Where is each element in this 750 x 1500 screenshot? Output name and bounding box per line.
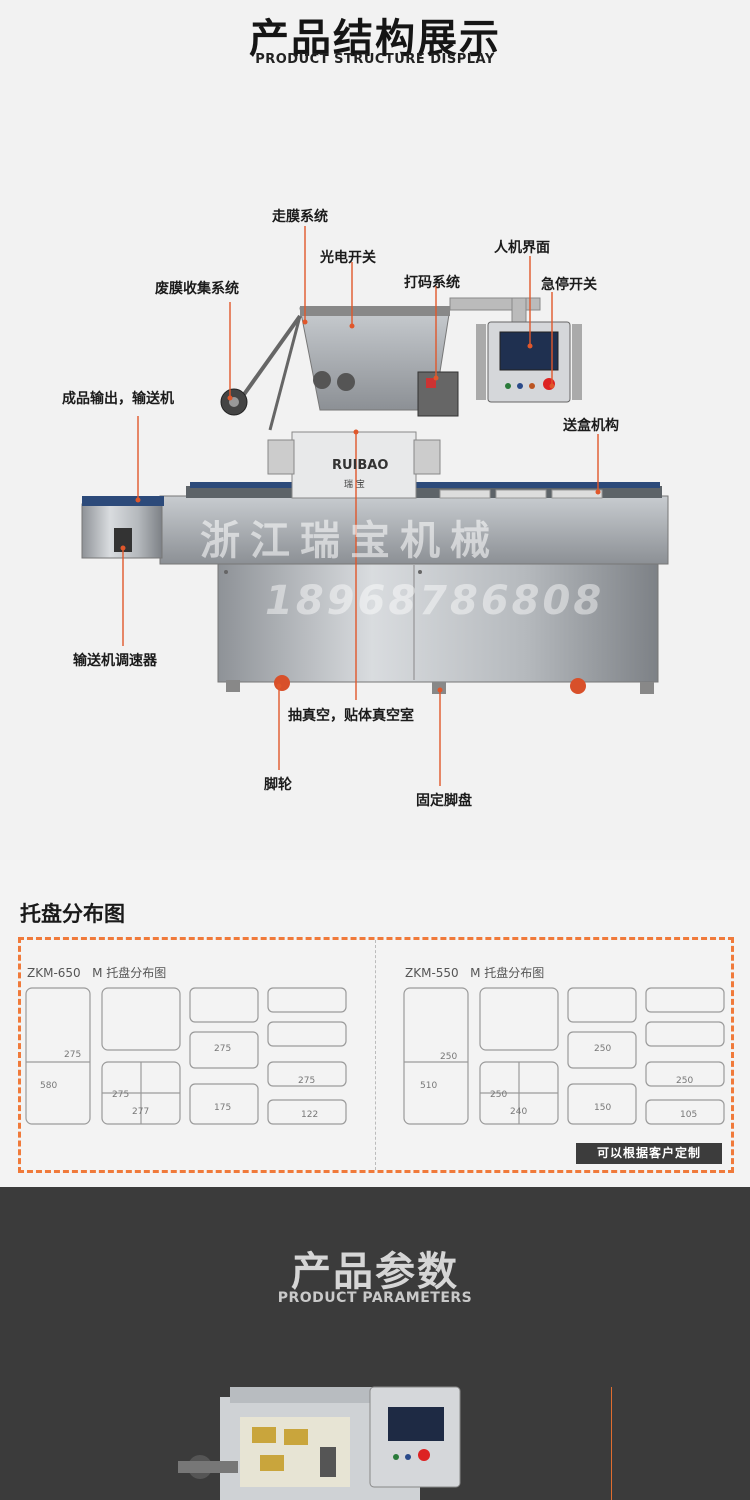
structure-section: 产品结构展示 PRODUCT STRUCTURE DISPLAY [62, 16, 669, 809]
tray-right-diagram: 510 250 250 240 150 250 250 105 [403, 987, 725, 1125]
label-caster: 脚轮 [264, 777, 292, 793]
label-box-feed: 送盒机构 [563, 418, 619, 434]
watermark-phone: 18968786808 [265, 578, 605, 624]
tray-right-dim-5: 150 [594, 1103, 611, 1113]
tray-left-dim-1: 580 [40, 1081, 57, 1091]
tray-left-model-name: ZKM-650 [27, 966, 81, 980]
tray-right-dim-7: 250 [676, 1076, 693, 1086]
tray-left-dim-6: 275 [112, 1090, 129, 1100]
tray-right-model-name: ZKM-550 [405, 966, 459, 980]
label-waste-film: 废膜收集系统 [155, 281, 239, 297]
tray-left-dim-5: 175 [214, 1103, 231, 1113]
parameters-machine-image [178, 1386, 461, 1500]
structure-subtitle: PRODUCT STRUCTURE DISPLAY [255, 52, 495, 67]
parameters-section: 产品参数 PRODUCT PARAMETERS [0, 1187, 750, 1500]
brand-logo-text: RUIBAO [332, 458, 389, 473]
brand-logo-cn: 瑞 宝 [344, 480, 365, 490]
label-foot: 固定脚盘 [416, 793, 472, 809]
structure-title: 产品结构展示 [249, 16, 501, 62]
tray-left-dim-8: 122 [301, 1110, 318, 1120]
tray-right-dim-2: 250 [440, 1052, 457, 1062]
parameters-accent-line [611, 1387, 612, 1500]
label-photo-switch: 光电开关 [320, 250, 376, 266]
label-hmi: 人机界面 [494, 240, 550, 256]
tray-left-dim-7: 275 [298, 1076, 315, 1086]
tray-layout-frame [18, 937, 734, 1173]
tray-left-model: ZKM-650 M 托盘分布图 [27, 964, 166, 981]
label-vacuum-chamber: 抽真空，贴体真空室 [288, 708, 414, 724]
tray-left-dim-4: 277 [132, 1107, 149, 1117]
parameters-title: 产品参数 [291, 1249, 459, 1295]
tray-right-dim-4: 240 [510, 1107, 527, 1117]
tray-left-dim-3: 275 [214, 1044, 231, 1054]
custom-made-badge: 可以根据客户定制 [576, 1143, 722, 1164]
tray-left-diagram: 580 275 275 277 175 275 275 122 [25, 987, 347, 1125]
parameters-subtitle: PRODUCT PARAMETERS [277, 1290, 473, 1306]
tray-right-dim-1: 510 [420, 1081, 437, 1091]
tray-right-model-sub: M 托盘分布图 [470, 966, 545, 980]
label-estop: 急停开关 [541, 277, 597, 293]
tray-right-model: ZKM-550 M 托盘分布图 [405, 964, 544, 981]
tray-left-model-sub: M 托盘分布图 [92, 966, 167, 980]
label-output: 成品输出，输送机 [62, 391, 174, 407]
tray-section-title: 托盘分布图 [20, 902, 125, 926]
tray-left-dim-2: 275 [64, 1050, 81, 1060]
tray-divider [375, 940, 376, 1170]
tray-right-dim-3: 250 [594, 1044, 611, 1054]
machine-illustration [81, 226, 669, 786]
tray-right-dim-8: 105 [680, 1110, 697, 1120]
watermark-company: 浙江瑞宝机械 [200, 518, 500, 564]
tray-right-dim-6: 250 [490, 1090, 507, 1100]
label-speed-controller: 输送机调速器 [73, 653, 157, 669]
label-film-system: 走膜系统 [272, 209, 328, 225]
label-coding: 打码系统 [404, 275, 460, 291]
